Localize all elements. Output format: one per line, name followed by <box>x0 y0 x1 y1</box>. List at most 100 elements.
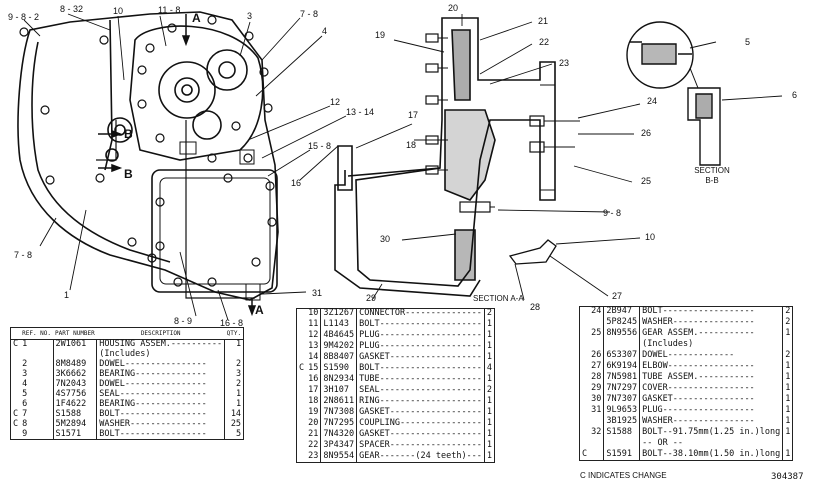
ref-number: 12 <box>308 329 319 340</box>
description: WASHER--------------- <box>96 419 225 430</box>
part-number: 8B8407 <box>320 352 357 364</box>
ref-number: 14 <box>308 351 319 362</box>
callout-17: 17 <box>408 110 418 120</box>
ref-number: 8 <box>22 418 28 429</box>
quantity: 1 <box>782 394 793 406</box>
quantity: 1 <box>224 399 244 410</box>
callout-8-32: 8 - 32 <box>60 4 83 14</box>
part-number: 4S7756 <box>52 389 97 400</box>
callout-3: 3 <box>247 11 252 21</box>
ref-number: 17 <box>308 384 319 395</box>
ref-number: 32 <box>591 426 602 437</box>
section-bb-line1: SECTION <box>694 166 730 175</box>
quantity: 1 <box>782 427 793 439</box>
description: BOLT----------------- <box>96 429 225 440</box>
callout-labels: 9 - 8 - 2 8 - 32 10 11 - 8 3 7 - 8 4 12 … <box>8 3 797 328</box>
ref-number: 27 <box>591 360 602 371</box>
ref-number <box>589 340 604 351</box>
description: COUPLING---------------- <box>356 418 485 430</box>
part-number: 8N2934 <box>320 374 357 386</box>
description: WASHER---------------- <box>639 416 783 428</box>
quantity: 14 <box>224 409 244 420</box>
ref-number <box>589 439 604 450</box>
part-number: 3K6662 <box>52 369 97 380</box>
part-number <box>603 339 640 351</box>
description: TUBE-------------------- <box>356 374 485 386</box>
change-mark <box>580 373 590 384</box>
ref-number: 18 <box>308 395 319 406</box>
callout-16-8: 16 - 8 <box>220 318 243 328</box>
callout-8-9: 8 - 9 <box>174 316 192 326</box>
change-mark <box>580 340 590 351</box>
quantity <box>782 339 793 351</box>
description: BOLT------------------ <box>639 306 783 318</box>
description: BEARING-------------- <box>96 399 225 410</box>
quantity: 1 <box>782 328 793 340</box>
change-mark <box>297 408 307 419</box>
ref-number: 13 <box>308 340 319 351</box>
description: GASKET------------------ <box>356 407 485 419</box>
quantity: 1 <box>483 352 495 364</box>
change-mark <box>580 406 590 417</box>
change-mark <box>580 318 590 329</box>
callout-7-8-left: 7 - 8 <box>14 250 32 260</box>
part-number: 8N9556 <box>603 328 640 340</box>
part-number: 6S3307 <box>603 350 640 362</box>
callout-25: 25 <box>641 176 651 186</box>
change-mark <box>11 390 21 400</box>
callout-28: 28 <box>530 302 540 312</box>
quantity: 1 <box>224 389 244 400</box>
header-qty: QTY. <box>224 327 244 340</box>
part-number: 7N7308 <box>320 407 357 419</box>
part-number: 7N4320 <box>320 429 357 441</box>
quantity: 2 <box>782 306 793 318</box>
change-mark <box>297 342 307 353</box>
change-mark: C <box>299 362 305 373</box>
change-mark <box>297 419 307 430</box>
ref-number: 4 <box>22 378 28 389</box>
quantity: 1 <box>782 372 793 384</box>
callout-11-8: 11 - 8 <box>158 5 180 15</box>
ref-number: 23 <box>308 450 319 461</box>
part-number: 2B947 <box>603 306 640 318</box>
quantity: 1 <box>782 405 793 417</box>
description: GEAR ASSEM.----------- <box>639 328 783 340</box>
part-number: 8M8489 <box>52 359 97 370</box>
change-mark <box>11 360 21 370</box>
ref-number: 20 <box>308 417 319 428</box>
quantity: 1 <box>483 429 495 441</box>
change-mark: C <box>13 418 19 429</box>
change-legend: C INDICATES CHANGE <box>580 471 667 480</box>
part-number: 8N9554 <box>320 451 357 463</box>
callout-1: 1 <box>64 290 69 300</box>
change-mark <box>11 400 21 410</box>
quantity: 1 <box>483 418 495 430</box>
description: PLUG-------------------- <box>356 330 485 342</box>
description: GASKET---------------- <box>639 394 783 406</box>
quantity: 1 <box>483 374 495 386</box>
part-number: S1591 <box>603 449 640 461</box>
callout-29: 29 <box>366 293 376 303</box>
description: BEARING-------------- <box>96 369 225 380</box>
quantity: 2 <box>483 385 495 397</box>
change-mark <box>297 452 307 463</box>
change-mark <box>580 362 590 373</box>
change-mark <box>580 439 590 450</box>
